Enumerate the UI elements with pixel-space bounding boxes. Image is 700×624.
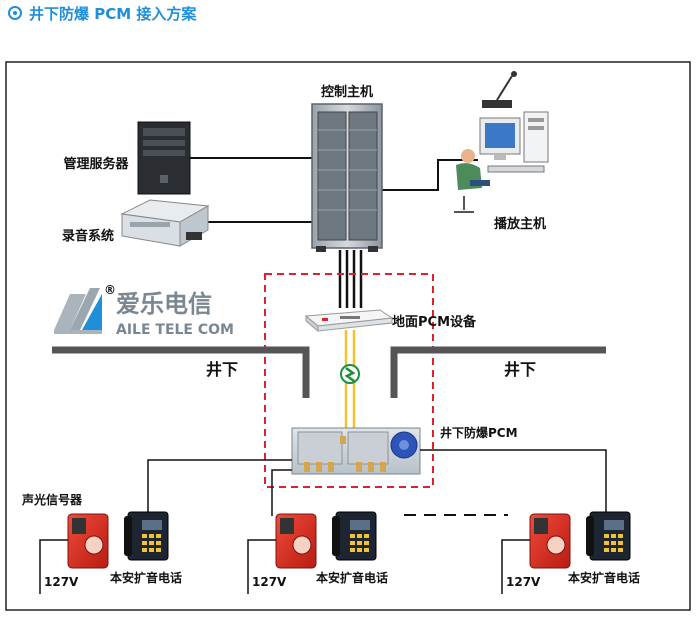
recorder-chassis-icon	[120, 199, 210, 247]
voltage-label-3: 127V	[506, 575, 541, 589]
phone-label-3: 本安扩音电话	[568, 570, 640, 585]
broadcast-workstation-icon	[454, 71, 549, 213]
pcm-dashed-boundary	[264, 273, 434, 488]
phone-icon	[332, 511, 377, 561]
recording-system-label: 录音系统	[62, 228, 114, 244]
phone-icon	[124, 511, 169, 561]
voltage-label-2: 127V	[252, 575, 287, 589]
server-tower-icon	[137, 121, 191, 195]
signal-beacon-icon	[67, 513, 109, 569]
line-to-phone-3	[420, 449, 607, 512]
circle-bullet-icon	[8, 6, 22, 20]
link-host-broadcast	[382, 159, 478, 191]
underground-left-label: 井下	[206, 360, 238, 379]
signal-beacon-icon	[529, 513, 571, 569]
ground-bar-left	[52, 346, 310, 398]
page-title: 井下防爆 PCM 接入方案	[8, 2, 196, 24]
underground-right-label: 井下	[504, 360, 536, 379]
registered-mark-icon: ®	[104, 283, 116, 297]
line-to-phone-1	[147, 459, 292, 512]
underground-pcm-label: 井下防爆PCM	[440, 425, 518, 440]
ground-pcm-device-icon	[304, 309, 394, 333]
logo-en-text: AILE TELE COM	[116, 322, 234, 338]
page-title-text: 井下防爆 PCM 接入方案	[29, 4, 197, 23]
phone-label-2: 本安扩音电话	[316, 570, 388, 585]
fiber-link-icon	[340, 364, 360, 384]
underground-pcm-device-icon	[291, 427, 421, 475]
aile-logo-icon	[54, 288, 102, 334]
trunk-cables	[338, 250, 363, 308]
signal-beacon-icon	[275, 513, 317, 569]
outer-frame	[5, 61, 691, 611]
line-to-phone-2	[271, 469, 292, 516]
broadcast-host-label: 播放主机	[494, 216, 546, 232]
logo-cn-text: 爱乐电信	[116, 289, 212, 318]
control-host-label: 控制主机	[321, 84, 373, 100]
signal-device-label: 声光信号器	[21, 492, 83, 507]
phone-icon	[586, 511, 631, 561]
power-line-1	[39, 539, 68, 594]
ground-bar-right	[390, 346, 606, 398]
voltage-label-1: 127V	[44, 575, 79, 589]
mgmt-server-label: 管理服务器	[63, 156, 129, 172]
ground-pcm-label: 地面PCM设备	[392, 314, 477, 330]
power-line-3	[501, 539, 530, 594]
power-line-2	[247, 539, 276, 594]
control-host-cabinet-icon	[311, 103, 383, 252]
phone-label-1: 本安扩音电话	[110, 570, 182, 585]
